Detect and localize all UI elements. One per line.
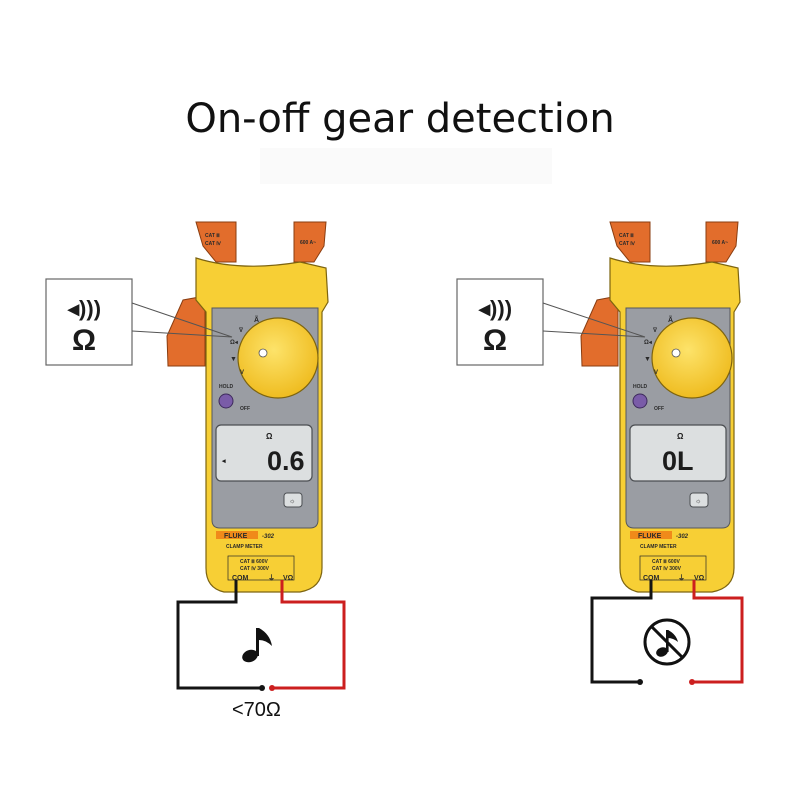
svg-text:☼: ☼ xyxy=(695,498,701,505)
lcd-unit: Ω xyxy=(677,432,684,441)
no-sound-icon xyxy=(645,620,689,664)
beeper-icon: ◂))) xyxy=(67,296,101,321)
dial-pointer xyxy=(259,349,267,357)
hold-button[interactable] xyxy=(219,394,233,408)
lcd-value: 0L xyxy=(662,446,694,476)
jack-v-label: VΩ xyxy=(283,575,294,582)
meter-right: CAT Ⅲ CAT Ⅳ 600 A~ Ã V̄ Ω◂ ▼ V HOLD OFF … xyxy=(457,222,742,685)
jack-v-label: VΩ xyxy=(694,575,705,582)
svg-text:Ω◂: Ω◂ xyxy=(644,340,653,346)
rotary-dial[interactable] xyxy=(652,318,732,398)
trigger-grip xyxy=(167,296,205,366)
beeper-icon: ◂))) xyxy=(478,296,512,321)
jack-com-label: COM xyxy=(232,575,249,582)
red-test-lead xyxy=(272,580,344,688)
cat-iv-rating: CAT Ⅳ 300V xyxy=(652,565,682,572)
trigger-grip xyxy=(581,296,618,366)
dial-pointer xyxy=(672,349,680,357)
brand-name: FLUKE xyxy=(224,533,248,540)
red-probe-tip xyxy=(269,685,275,691)
svg-text:CAT Ⅲ: CAT Ⅲ xyxy=(205,232,220,239)
svg-text:V̄: V̄ xyxy=(653,327,657,334)
svg-text:CAT Ⅳ: CAT Ⅳ xyxy=(205,240,221,247)
hold-label: HOLD xyxy=(633,384,648,390)
black-test-lead xyxy=(592,580,651,682)
cat-iii-rating: CAT Ⅲ 600V xyxy=(240,558,268,565)
svg-text:CAT Ⅳ: CAT Ⅳ xyxy=(619,240,635,247)
svg-text:V: V xyxy=(240,370,244,376)
svg-text:Ã: Ã xyxy=(254,315,259,324)
off-label: OFF xyxy=(654,406,664,412)
svg-text:☼: ☼ xyxy=(289,498,295,505)
svg-text:CAT Ⅲ: CAT Ⅲ xyxy=(619,232,634,239)
clamp-jaw-right: CAT Ⅲ CAT Ⅳ 600 A~ xyxy=(610,222,738,262)
resistance-threshold-label: <70Ω xyxy=(232,699,281,721)
svg-text:Ã: Ã xyxy=(668,315,673,324)
cat-iii-rating: CAT Ⅲ 600V xyxy=(652,558,680,565)
model-number: -302 xyxy=(262,534,275,540)
red-probe-tip xyxy=(689,679,695,685)
lcd-value: 0.6 xyxy=(267,446,305,476)
svg-text:Ω◂: Ω◂ xyxy=(230,340,239,346)
lcd-unit: Ω xyxy=(266,432,273,441)
music-note-icon xyxy=(240,628,272,664)
svg-text:V: V xyxy=(654,370,658,376)
svg-text:▼: ▼ xyxy=(230,356,237,363)
svg-text:V̄: V̄ xyxy=(239,327,243,334)
ground-symbol: ⏚ xyxy=(268,574,275,582)
off-label: OFF xyxy=(240,406,250,412)
black-probe-tip xyxy=(259,685,265,691)
brand-name: FLUKE xyxy=(638,533,662,540)
svg-text:▼: ▼ xyxy=(644,356,651,363)
callout-ohm-symbol: Ω xyxy=(483,324,507,357)
svg-text:600 A~: 600 A~ xyxy=(712,240,728,246)
black-test-lead xyxy=(178,580,262,688)
svg-text:600 A~: 600 A~ xyxy=(300,240,316,246)
red-test-lead xyxy=(692,580,742,682)
lcd-beeper-indicator: ◂ xyxy=(221,458,226,465)
product-name: CLAMP METER xyxy=(226,544,263,550)
hold-button[interactable] xyxy=(633,394,647,408)
hold-label: HOLD xyxy=(219,384,234,390)
callout-ohm-symbol: Ω xyxy=(72,324,96,357)
clamp-jaw-left: CAT Ⅲ CAT Ⅳ 600 A~ xyxy=(196,222,326,262)
meter-left: CAT Ⅲ CAT Ⅳ 600 A~ Ã V̄ Ω◂ ▼ V HOLD OFF … xyxy=(46,222,344,721)
cat-iv-rating: CAT Ⅳ 300V xyxy=(240,565,270,572)
product-name: CLAMP METER xyxy=(640,544,677,550)
black-probe-tip xyxy=(637,679,643,685)
model-number: -302 xyxy=(676,534,689,540)
rotary-dial[interactable] xyxy=(238,318,318,398)
ground-symbol: ⏚ xyxy=(678,574,685,582)
